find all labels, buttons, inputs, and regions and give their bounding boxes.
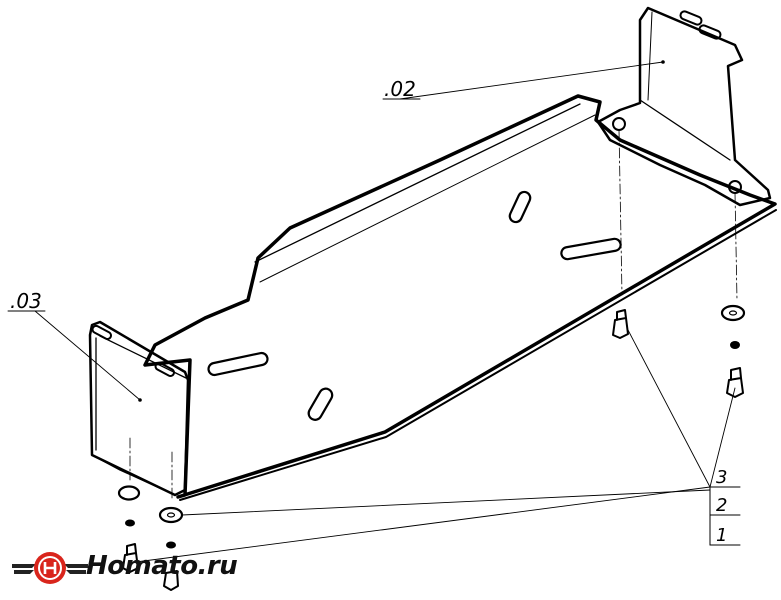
hole-rear-left xyxy=(612,117,626,131)
bolt-rear-right xyxy=(726,367,744,398)
logo-wordmark[interactable]: Homato.ru xyxy=(86,551,238,581)
callout-label-2: 2 xyxy=(716,495,727,516)
axis-rear-right xyxy=(734,192,738,301)
bracket-02-slot-2 xyxy=(698,24,722,40)
callout-label-3: 3 xyxy=(716,467,727,488)
bracket-02-fold xyxy=(639,99,731,161)
bolt-front-right xyxy=(163,570,179,591)
bracket-02 xyxy=(596,6,772,207)
leader-3-a xyxy=(627,329,711,488)
washer-rear-right xyxy=(720,304,746,322)
leader-3-b xyxy=(709,387,736,488)
bracket-03-fold xyxy=(99,335,187,379)
bracket-03-bottom-flange xyxy=(91,454,176,496)
leader-03 xyxy=(34,310,141,401)
plate-slot-1 xyxy=(508,190,532,224)
skid-plate-outline xyxy=(143,94,777,499)
part-label-03: .03 xyxy=(10,289,42,313)
spring-washer-front-left xyxy=(125,519,135,527)
bracket-03 xyxy=(88,320,190,497)
bracket-02-slot-1 xyxy=(679,10,703,26)
washer-front-right-hole xyxy=(166,512,176,518)
side-bend-line xyxy=(254,103,581,263)
bracket-03-slot-1 xyxy=(91,324,113,340)
bolt-rear-left xyxy=(612,309,629,339)
spring-washer-front-right xyxy=(166,541,176,549)
washer-front-left xyxy=(117,485,141,501)
leader-3-c xyxy=(135,486,711,563)
washer-front-right xyxy=(158,506,184,524)
side-bend-line-2 xyxy=(259,114,596,283)
leader-02 xyxy=(399,61,664,100)
axis-rear-left xyxy=(618,129,623,296)
skid-plate-edge xyxy=(179,209,777,501)
part-label-02: .02 xyxy=(384,77,416,101)
logo-emblem xyxy=(12,552,88,584)
plate-slot-4 xyxy=(307,387,334,421)
callout-label-1: 1 xyxy=(716,525,727,546)
plate-slot-3 xyxy=(207,351,269,377)
spring-washer-rear-right xyxy=(730,341,740,349)
bracket-03-slot-2 xyxy=(154,361,176,377)
plate-slot-2 xyxy=(560,237,622,261)
bracket-02-fold-2 xyxy=(647,11,653,101)
bolt-front-left xyxy=(122,543,139,573)
leader-2-a xyxy=(181,489,711,516)
washer-rear-right-hole xyxy=(728,310,738,316)
